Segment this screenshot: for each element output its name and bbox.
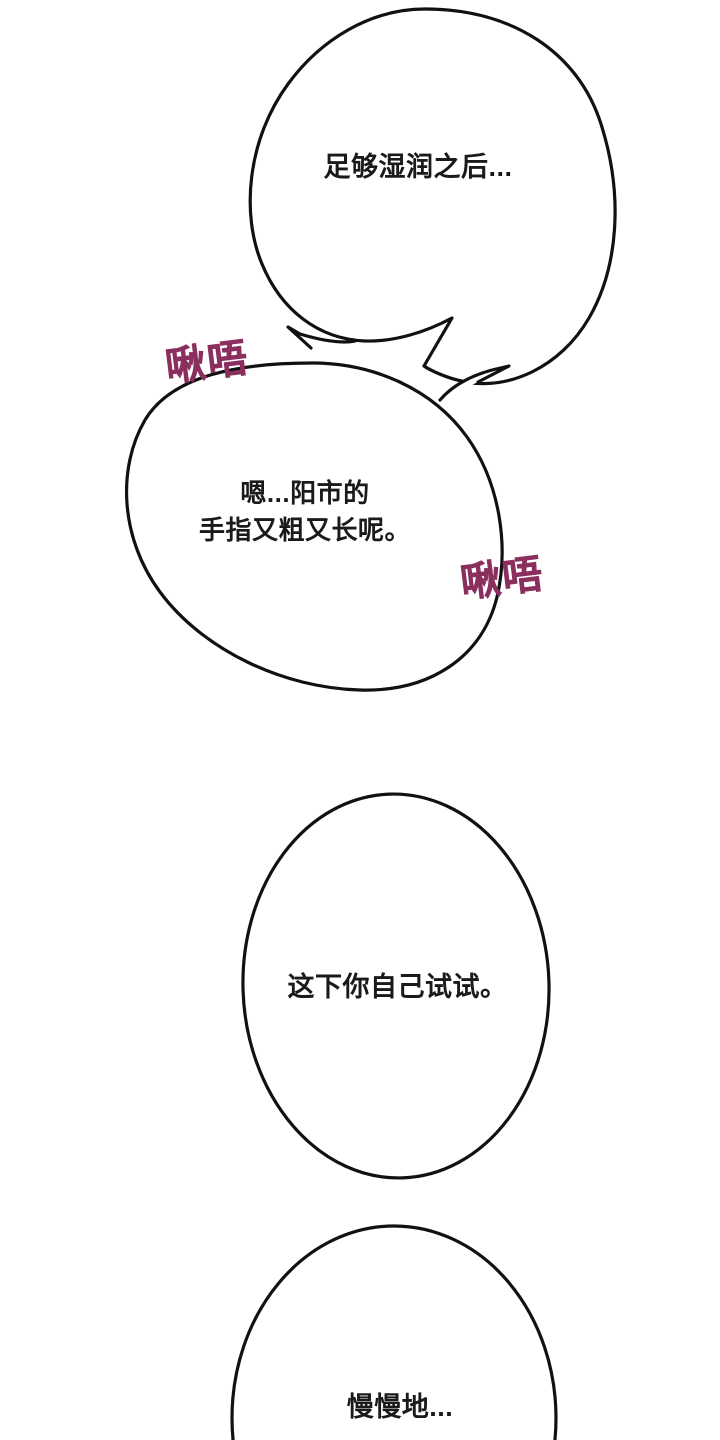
bubble-1-outline xyxy=(248,7,617,386)
bubble-1-tail xyxy=(286,325,357,350)
bubble-2-tail xyxy=(438,364,511,402)
bubble-1-text: 足够湿润之后... xyxy=(323,152,513,182)
sound-effect-text-2: 啾唔 xyxy=(457,551,548,607)
sound-effect-text-1: 啾唔 xyxy=(162,335,253,391)
bubble-2-text: 嗯...阳市的 手指又粗又长呢。 xyxy=(198,478,411,545)
bubble-4-text: 慢慢地... xyxy=(346,1392,454,1422)
bubble-3-text: 这下你自己试试。 xyxy=(287,972,508,1002)
